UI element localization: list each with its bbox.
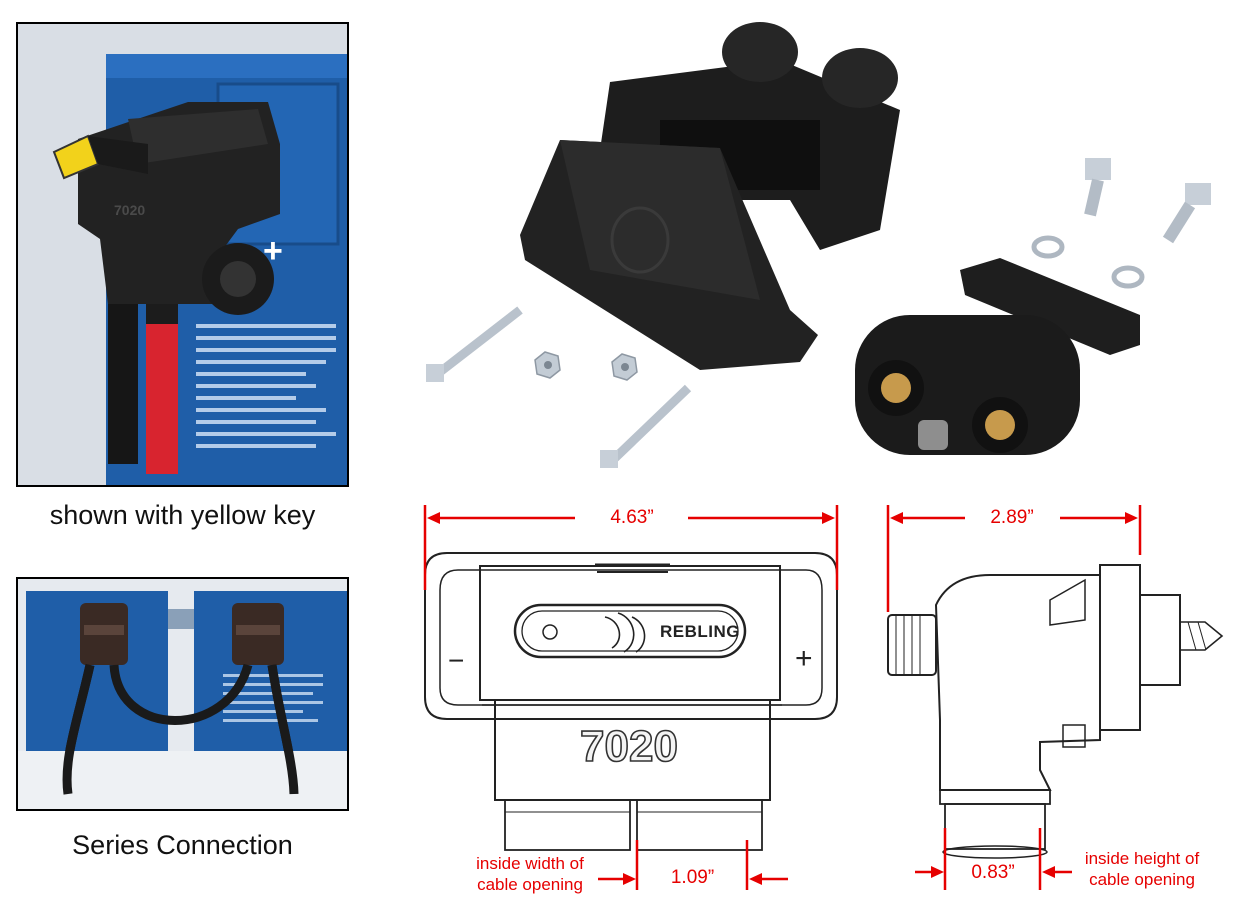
dimension-cable-width: 1.09” xyxy=(670,867,715,888)
note-inside-height: inside height of cable opening xyxy=(1068,848,1216,890)
front-drawing-model-number: 7020 xyxy=(579,721,678,772)
note-inside-height-line1: inside height of xyxy=(1084,849,1200,868)
front-drawing-minus-sign: − xyxy=(448,645,465,676)
note-inside-height-line2: cable opening xyxy=(1089,870,1195,889)
dimension-lines xyxy=(423,505,1142,890)
photo-yellow-key-illustration xyxy=(18,24,347,485)
photo-connector-with-yellow-key: + 7020 xyxy=(16,22,349,487)
short-bolts-and-washers xyxy=(1031,158,1211,289)
contact-insert xyxy=(855,258,1140,455)
hex-nuts xyxy=(534,351,638,381)
dimension-cable-height: 0.83” xyxy=(971,862,1015,883)
note-inside-width-line2: cable opening xyxy=(477,875,583,894)
note-inside-width-line1: inside width of xyxy=(476,854,584,873)
front-view-drawing xyxy=(424,552,838,851)
caption-series-connection: Series Connection xyxy=(72,830,293,860)
caption-yellow-key: shown with yellow key xyxy=(49,500,316,530)
connector-marking: 7020 xyxy=(114,202,146,218)
battery-plus-sign: + xyxy=(263,232,283,270)
long-bolts xyxy=(426,306,692,468)
photo-series-connection xyxy=(16,577,349,811)
dimension-side-depth: 2.89” xyxy=(990,507,1034,528)
photo-series-illustration xyxy=(18,579,347,809)
note-inside-width: inside width of cable opening xyxy=(460,853,600,895)
front-housing xyxy=(520,140,818,370)
front-drawing-brand-label: REBLING xyxy=(660,622,740,641)
front-drawing-plus-sign: + xyxy=(795,642,813,675)
side-view-drawing xyxy=(887,564,1224,859)
dimension-overall-width: 4.63” xyxy=(610,507,654,528)
